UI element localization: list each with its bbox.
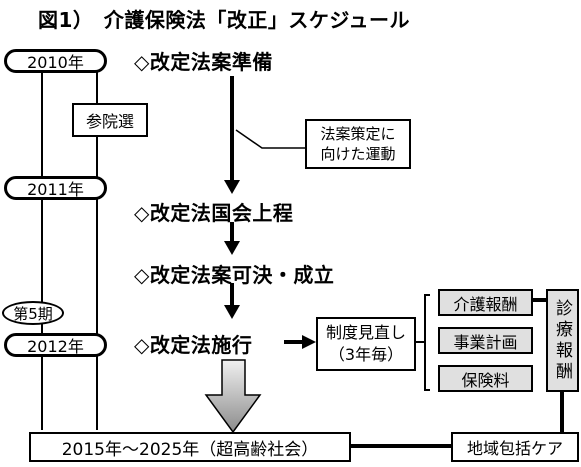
step-pass: ◇改定法案可決・成立 — [134, 263, 335, 287]
campaign-note-line-1: 法案策定に — [320, 125, 396, 143]
review-box: 制度見直し （3年毎） — [316, 317, 416, 371]
review-bracket — [424, 294, 430, 391]
page-title: 図1） 介護保険法「改正」スケジュール — [38, 8, 411, 32]
campaign-note-line-2: 向けた運動 — [320, 145, 396, 163]
election-box: 参院選 — [72, 103, 148, 137]
community-care-box: 地域包括ケア — [451, 432, 579, 462]
step-submit: ◇改定法国会上程 — [134, 201, 294, 225]
campaign-leader-line — [235, 129, 305, 149]
flow-arrow-1-head — [224, 180, 240, 194]
review-box-line-2: （3年毎） — [328, 345, 404, 364]
flow-arrow-2-head — [224, 241, 240, 255]
review-item-premium: 保険料 — [438, 365, 533, 392]
year-2011-badge: 2011年 — [4, 176, 107, 200]
medical-fee-box: 診療報酬 — [546, 289, 579, 392]
step-prepare: ◇改定法案準備 — [134, 50, 273, 74]
campaign-note-box: 法案策定に 向けた運動 — [305, 119, 411, 169]
year-2012-badge: 2012年 — [4, 333, 107, 357]
year-2010-badge: 2010年 — [4, 49, 107, 73]
review-box-line-1: 制度見直し — [325, 323, 406, 342]
step-enforce: ◇改定法施行 — [134, 333, 253, 357]
review-arrow-head — [302, 335, 316, 349]
big-down-arrow — [204, 359, 262, 434]
period-label: 第5期 — [2, 301, 64, 325]
review-item-business-plan: 事業計画 — [438, 327, 533, 354]
bottom-target-box: 2015年～2025年（超高齢社会） — [29, 432, 351, 462]
flow-arrow-3-head — [224, 305, 240, 319]
review-item-care-fee: 介護報酬 — [438, 289, 533, 316]
